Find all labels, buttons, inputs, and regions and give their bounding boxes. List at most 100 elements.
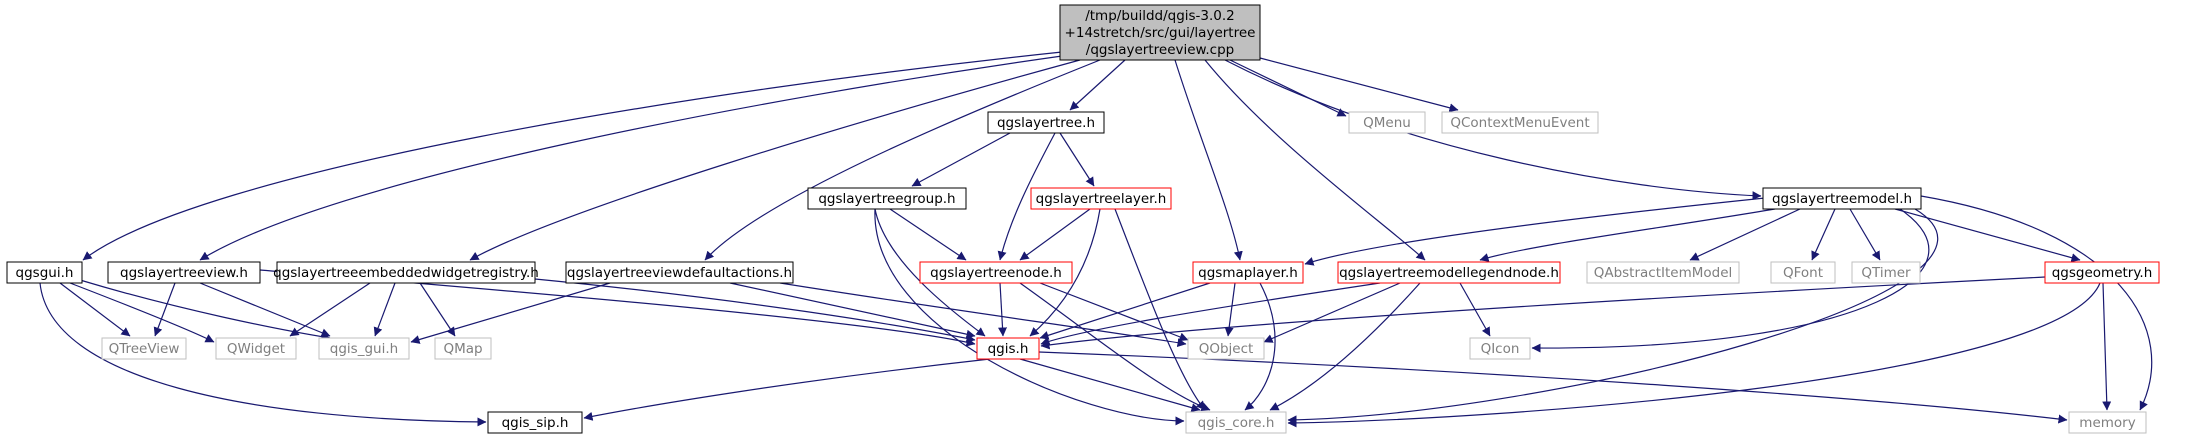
node-qgsmaplayer-h: qgsmaplayer.h [1192, 261, 1304, 284]
node-box [1770, 261, 1836, 284]
edge-qgsgui_h-to-qgis_gui_h [79, 279, 331, 342]
node-box [318, 337, 410, 360]
node-box [1441, 111, 1599, 134]
node-box [101, 337, 187, 360]
edge-qgslayertreemodel_h-to-qgis_core_h [1287, 208, 1939, 425]
node-qgsgeometry-h: qgsgeometry.h [2044, 261, 2160, 284]
node-box [1187, 337, 1265, 360]
node-label: qgis_core.h [1198, 415, 1275, 431]
node-label: qgslayertreemodellegendnode.h [1339, 265, 1559, 281]
node-label: memory [2079, 415, 2135, 431]
edge-root-to-qgslayertreeview_h [199, 55, 1063, 261]
edge-qgslayertreemodellegendnode_h-to-qobject [1263, 282, 1401, 343]
node-qgslayertreemodellegendnode-h: qgslayertreemodellegendnode.h [1337, 261, 1561, 284]
edge-qgslayertreenode_h-to-qobject [1039, 282, 1189, 342]
edge-qgslayertreeview_h-to-qgis_gui_h [199, 282, 331, 337]
edge-qgslayertree_h-to-qgslayertreenode_h [997, 132, 1056, 261]
node-qgsgui-h: qgsgui.h [6, 261, 83, 284]
node-box [276, 261, 536, 284]
node-box [919, 261, 1073, 284]
node-box [1586, 261, 1740, 284]
edge-qgslayertreelayer_h-to-qgis_h [1029, 208, 1101, 337]
edge-qgslayertreeembeddedwidgetregistry_h-to-qwidget [289, 282, 371, 337]
node-label: QTimer [1861, 265, 1911, 281]
node-qgslayertree-h: qgslayertree.h [987, 111, 1105, 134]
edge-qgslayertreemodel_h-to-qgsgeometry_h [1894, 208, 2081, 263]
node-label: QContextMenuEvent [1450, 115, 1589, 131]
node-box [565, 261, 794, 284]
edge-qgslayertreeviewdefaultactions_h-to-qgis_gui_h [410, 282, 611, 344]
node-qgis-gui-h: qgis_gui.h [318, 337, 410, 360]
node-label: QObject [1199, 341, 1254, 357]
node-root: /tmp/buildd/qgis-3.0.2+14stretch/src/gui… [1059, 4, 1261, 61]
node-box [1348, 111, 1426, 134]
node-qtreeview: QTreeView [101, 337, 187, 360]
node-box [1762, 187, 1922, 210]
node-label: qgsgui.h [16, 265, 74, 281]
node-box [1030, 187, 1172, 210]
node-box [1185, 411, 1287, 434]
node-qfont: QFont [1770, 261, 1836, 284]
node-box [2068, 411, 2147, 434]
node-label: qgslayertreenode.h [930, 265, 1062, 281]
node-label: qgslayertreeview.h [120, 265, 248, 281]
edge-qgsgui_h-to-qtreeview [59, 282, 131, 337]
edge-qgslayertreeembeddedwidgetregistry_h-to-qmap [419, 282, 456, 337]
edge-qgis_h-to-qgis_core_h [1019, 358, 1201, 412]
edge-root-to-qgsgui_h [82, 51, 1063, 261]
node-label: QIcon [1481, 341, 1520, 357]
node-label: qgslayertreelayer.h [1036, 191, 1167, 207]
edge-qgslayertreeview_h-to-qtreeview [153, 282, 176, 337]
edge-qgslayertreenode_h-to-qgis_core_h [1019, 282, 1211, 411]
node-label: QWidget [227, 341, 285, 357]
edge-qgslayertreemodel_h-to-qabstractitemmodel [1689, 208, 1801, 261]
node-box [434, 337, 492, 360]
node-qgslayertreemodel-h: qgslayertreemodel.h [1762, 187, 1922, 210]
node-qgis-core-h: qgis_core.h [1185, 411, 1287, 434]
edge-qgslayertreegroup_h-to-qgslayertreenode_h [889, 208, 967, 261]
node-qgslayertreeview-h: qgslayertreeview.h [107, 261, 261, 284]
node-label: qgsgeometry.h [2052, 265, 2153, 281]
node-label: qgis_sip.h [502, 415, 569, 431]
dependency-nodes: /tmp/buildd/qgis-3.0.2+14stretch/src/gui… [6, 4, 2160, 434]
node-qmenu: QMenu [1348, 111, 1426, 134]
node-box [487, 411, 583, 434]
edge-qgslayertreemodel_h-to-memory [1920, 195, 2153, 411]
node-label: QAbstractItemModel [1594, 265, 1733, 281]
node-box [215, 337, 297, 360]
node-qgslayertreelayer-h: qgslayertreelayer.h [1030, 187, 1172, 210]
node-box [107, 261, 261, 284]
edge-qgslayertree_h-to-qgslayertreegroup_h [911, 132, 1011, 187]
node-label: /qgslayertreeview.cpp [1086, 42, 1234, 58]
node-memory: memory [2068, 411, 2147, 434]
edge-qgslayertreemodel_h-to-qfont [1811, 208, 1836, 261]
node-qgslayertreeviewdefaultactions-h: qgslayertreeviewdefaultactions.h [565, 261, 794, 284]
edge-qgsgeometry_h-to-qgis_core_h [1287, 282, 2101, 428]
node-qmap: QMap [434, 337, 492, 360]
edge-qgsmaplayer_h-to-qgis_core_h [1244, 282, 1276, 411]
node-label: qgis.h [988, 341, 1029, 357]
edge-root-to-qcontextmenuevent [1259, 57, 1459, 113]
node-qwidget: QWidget [215, 337, 297, 360]
edge-qgslayertreelayer_h-to-qgslayertreenode_h [1019, 208, 1091, 261]
node-qobject: QObject [1187, 337, 1265, 360]
edge-qgslayertreelayer_h-to-qgis_core_h [1114, 208, 1206, 411]
node-label: qgslayertreeviewdefaultactions.h [567, 265, 792, 281]
node-box [6, 261, 83, 284]
node-box [1337, 261, 1561, 284]
node-qgslayertreegroup-h: qgslayertreegroup.h [807, 187, 967, 210]
node-label: QFont [1783, 265, 1823, 281]
node-box [1851, 261, 1921, 284]
node-qtimer: QTimer [1851, 261, 1921, 284]
edge-qgslayertreemodellegendnode_h-to-qgis_h [1040, 282, 1381, 346]
edge-qgslayertreeembeddedwidgetregistry_h-to-qgis_gui_h [373, 282, 396, 337]
node-qicon: QIcon [1469, 337, 1531, 360]
edge-qgslayertreemodel_h-to-qgslayertreemodellegendnode_h [1479, 208, 1776, 262]
edge-qgslayertreenode_h-to-qgis_h [998, 282, 1008, 337]
edge-root-to-qgsmaplayer_h [1174, 59, 1243, 261]
dependency-edges [39, 51, 2153, 428]
edge-qgslayertreeembeddedwidgetregistry_h-to-qgis_h [534, 278, 976, 343]
node-label: QMenu [1363, 115, 1411, 131]
node-label: /tmp/buildd/qgis-3.0.2 [1085, 8, 1235, 24]
